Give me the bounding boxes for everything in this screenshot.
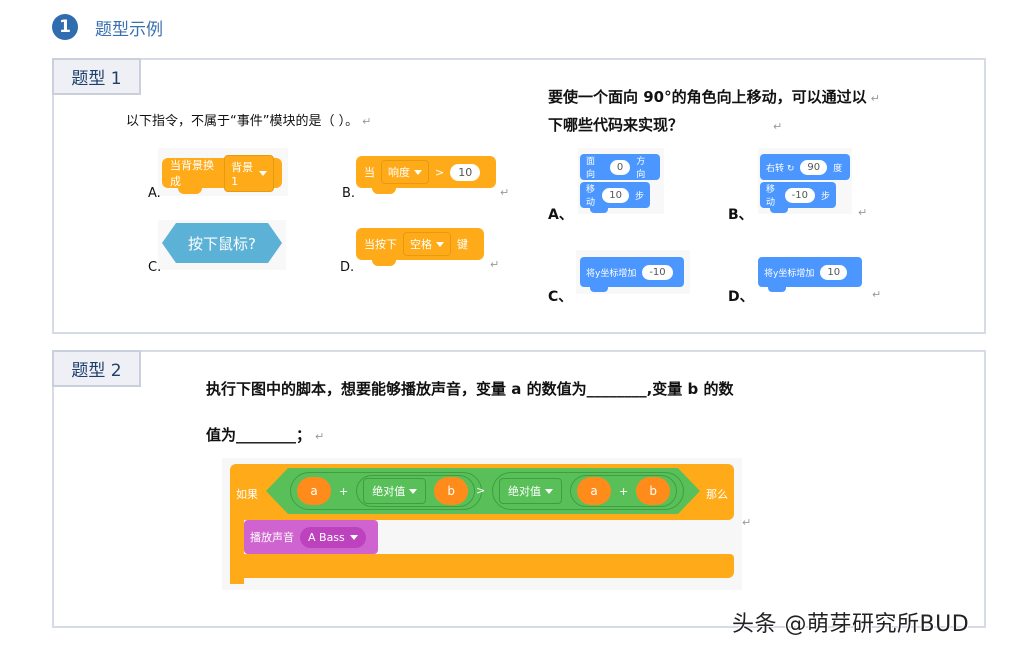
option-b-label: B. <box>342 186 356 201</box>
motion-block-move-steps: 移动 -10 步 <box>760 182 836 213</box>
event-block-when-key-pressed: 当按下 空格 键 <box>356 214 484 266</box>
return-mark-icon: ↵ <box>490 258 500 271</box>
return-mark-icon: ↵ <box>500 186 510 199</box>
dropdown-arrow-icon <box>545 489 553 494</box>
abs-dropdown: 绝对值 <box>363 478 426 504</box>
option-c-label: C. <box>148 260 162 275</box>
section-number-badge: 1 <box>52 14 78 40</box>
abs-dropdown: 绝对值 <box>499 478 562 504</box>
key-dropdown: 空格 <box>403 232 451 256</box>
sound-dropdown: A Bass <box>300 526 366 548</box>
right-option-b-label: B、 <box>728 207 753 223</box>
dropdown-arrow-icon <box>259 170 267 176</box>
variable-b: b <box>434 477 468 505</box>
variable-b: b <box>636 477 670 505</box>
event-block-when-backdrop-switches: 当背景换成 背景1 <box>162 144 282 194</box>
event-block-when-loudness: 当 响度 > 10 <box>356 142 496 194</box>
motion-block-turn-right: 右转 ↻ 90 度 <box>760 154 850 180</box>
sound-block-play-sound: 播放声音 A Bass <box>244 520 378 554</box>
question-1-text: 以下指令，不属于“事件”模块的是（ ）。↵ <box>126 114 372 129</box>
variable-a: a <box>297 477 331 505</box>
section-header: 1 题型示例 <box>52 14 163 40</box>
greater-than-operator: > <box>476 484 486 497</box>
if-label: 如果 <box>236 488 258 501</box>
question-3-text-line-1: 执行下图中的脚本，想要能够播放声音，变量 a 的数值为________,变量 b… <box>206 380 734 398</box>
sum-expression: a + b <box>570 475 677 507</box>
right-abs-expression: 绝对值 a + b <box>492 472 684 510</box>
right-option-a-label: A、 <box>548 207 573 223</box>
sensing-block-mouse-down: 按下鼠标? <box>162 223 282 263</box>
variable-a: a <box>577 477 611 505</box>
motion-block-change-y: 将y坐标增加 10 <box>758 257 862 292</box>
option-a-label: A. <box>148 186 161 201</box>
motion-block-point-in-direction: 面向 0 方向 <box>580 154 660 180</box>
dropdown-arrow-icon <box>436 241 444 247</box>
backdrop-dropdown: 背景1 <box>224 154 274 192</box>
return-mark-icon: ↵ <box>742 516 752 529</box>
right-option-c-label: C、 <box>548 289 573 305</box>
return-mark-icon: ↵ <box>872 288 882 301</box>
y-change-input: 10 <box>820 264 848 280</box>
question-type-1-tag: 题型 1 <box>52 58 141 95</box>
question-2-text: 要使一个面向 90°的角色向上移动，可以通过以↵ 下哪些代码来实现？↵ <box>548 88 880 134</box>
value-input: 10 <box>450 163 481 181</box>
left-sum-expression: a + 绝对值 b <box>290 472 482 510</box>
degrees-input: 90 <box>800 159 828 175</box>
dropdown-arrow-icon <box>414 169 422 175</box>
option-d-label: D. <box>340 260 355 275</box>
return-mark-icon: ↵ <box>773 120 783 133</box>
section-title: 题型示例 <box>95 19 163 40</box>
right-option-d-label: D、 <box>728 289 754 305</box>
then-label: 那么 <box>706 488 728 501</box>
return-mark-icon: ↵ <box>362 115 372 128</box>
direction-input: 0 <box>609 159 631 175</box>
if-then-script: 如果 那么 a + 绝对值 b > 绝对值 a + b 播放声音 A Bass … <box>222 458 751 590</box>
return-mark-icon: ↵ <box>870 92 880 105</box>
steps-input: 10 <box>602 187 629 203</box>
motion-block-change-y: 将y坐标增加 -10 <box>580 257 684 292</box>
return-mark-icon: ↵ <box>315 430 325 443</box>
dropdown-arrow-icon <box>409 489 417 494</box>
abs-function: 绝对值 b <box>356 475 475 507</box>
watermark: 头条 @萌芽研究所BUD <box>732 612 970 637</box>
steps-input: -10 <box>784 187 815 203</box>
comparison-greater-than: a + 绝对值 b > 绝对值 a + b <box>266 468 700 514</box>
motion-block-move-steps: 移动 10 步 <box>580 182 650 213</box>
return-mark-icon: ↵ <box>858 206 868 219</box>
loudness-dropdown: 响度 <box>381 160 429 184</box>
question-type-1-panel: 题型 1 以下指令，不属于“事件”模块的是（ ）。↵ 当背景换成 背景1 A. … <box>52 58 986 334</box>
dropdown-arrow-icon <box>349 534 358 540</box>
y-change-input: -10 <box>642 264 673 280</box>
question-type-2-tag: 题型 2 <box>52 350 141 387</box>
question-3-text-line-2: 值为________；↵ <box>206 426 325 444</box>
